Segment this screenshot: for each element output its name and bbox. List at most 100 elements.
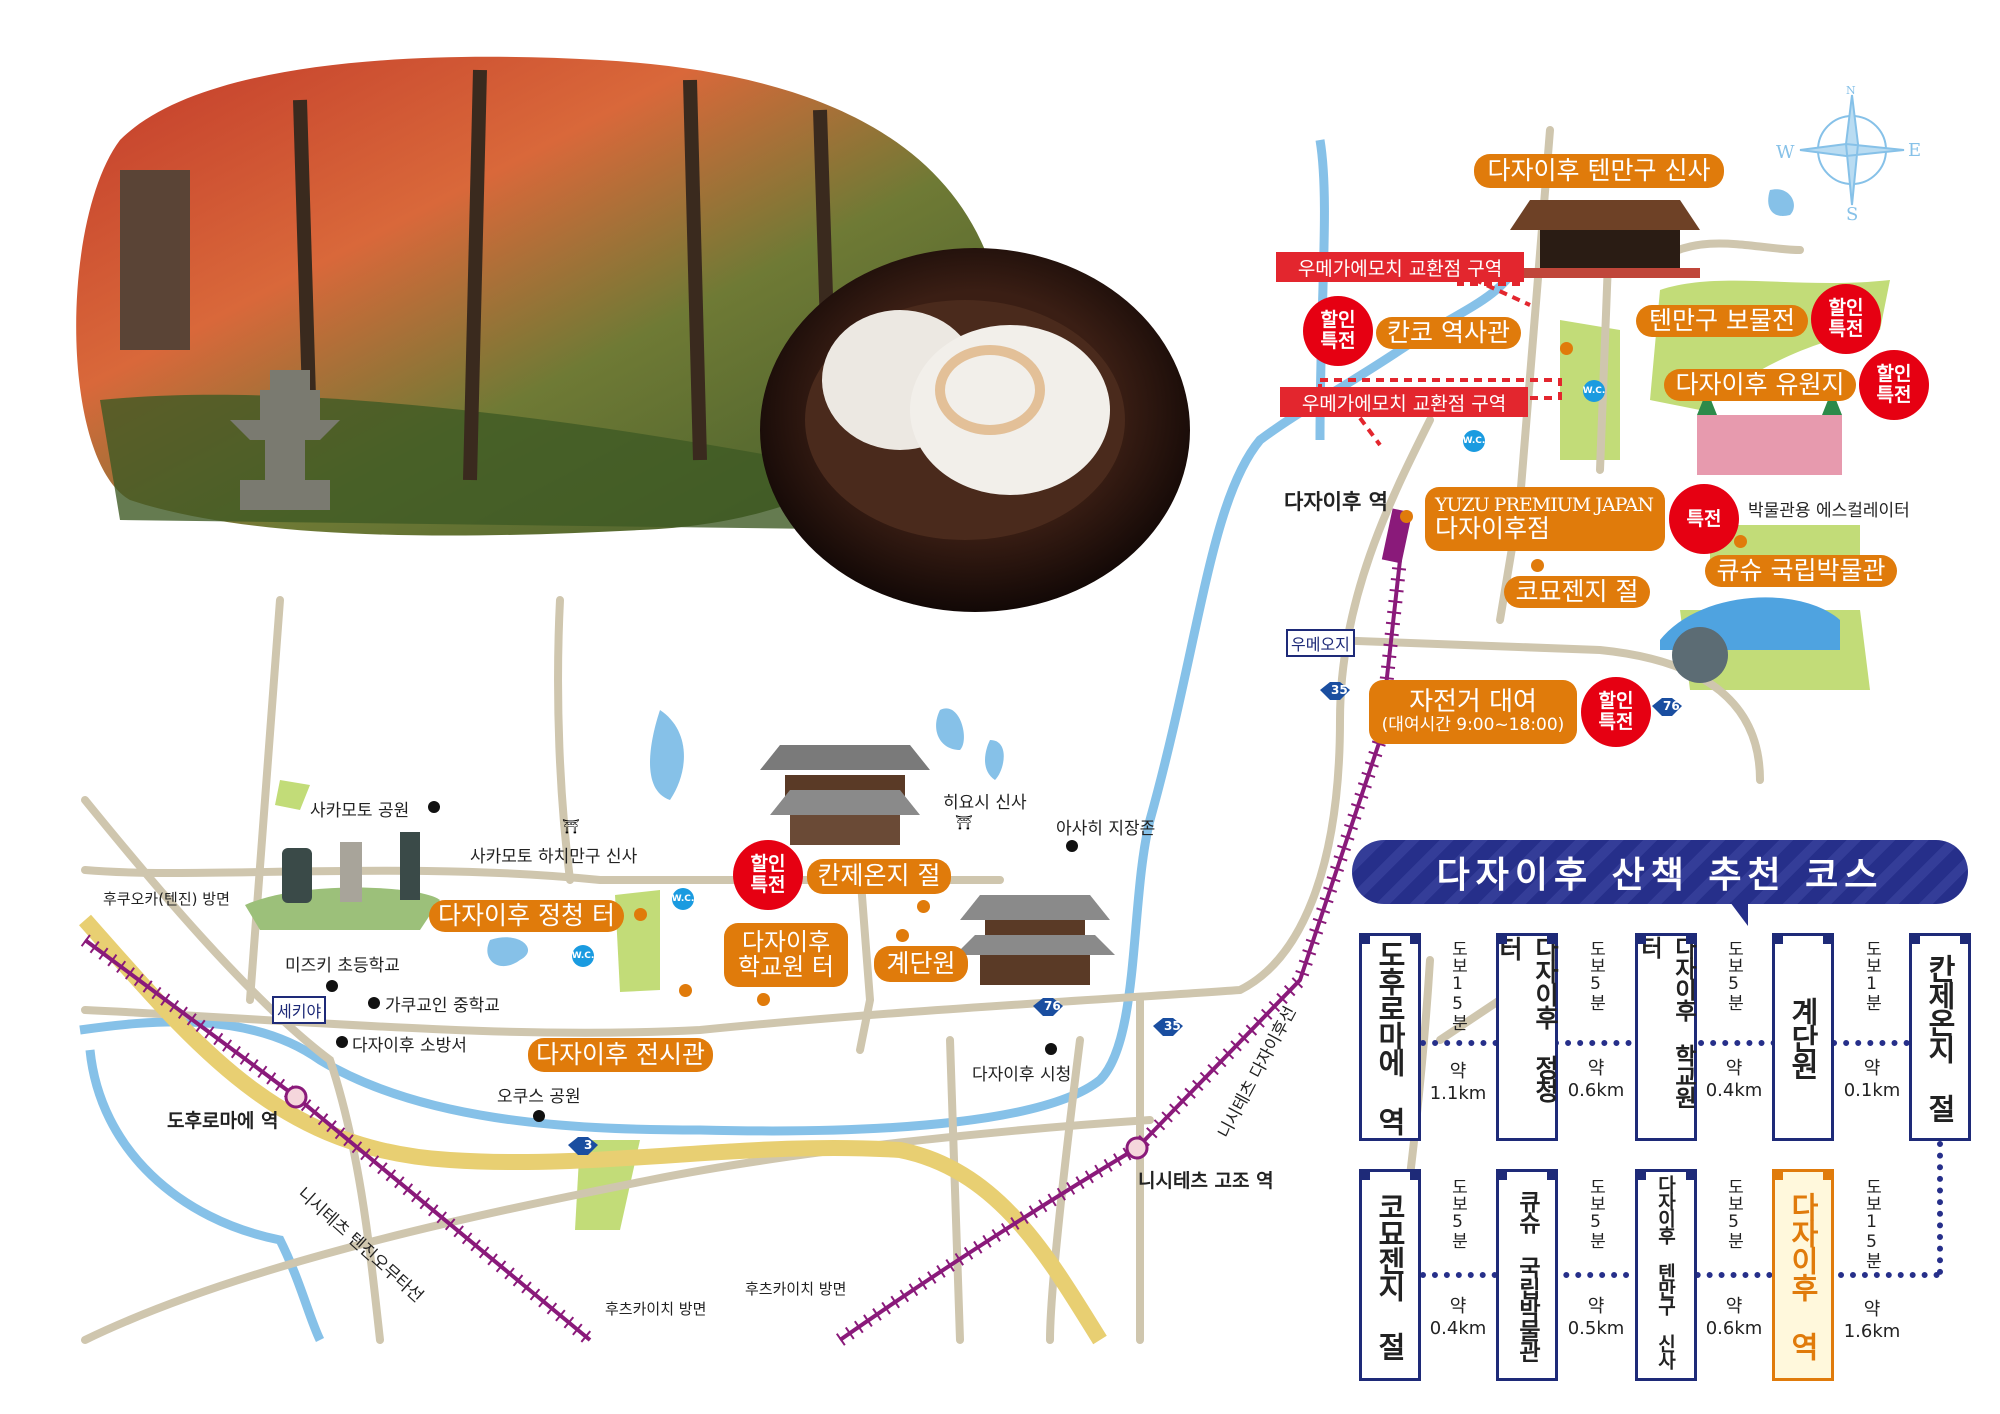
label-school-ruins[interactable]: 다자이후 학교원 터 [724,923,848,987]
walk-distance: 0.6km [1567,1080,1625,1101]
discount-badge-text: 할인 특전 [1828,297,1864,340]
kaidanin-temple-illustration [955,895,1115,985]
wc-icon: W.C. [1583,380,1605,402]
label-kaidanin[interactable]: 계단원 [874,946,968,982]
autumn-garden-photo [76,56,989,536]
stone-monuments-illustration [245,832,440,930]
walk-approx: 약 [1587,1058,1605,1079]
walk-time: 도보5분 [1723,940,1744,1011]
compass-rose-icon [1799,94,1905,206]
poi-dot [326,980,338,992]
label-fire-station: 다자이후 소방서 [352,1036,467,1056]
label-yuzu-premium-japan[interactable]: YUZU PREMIUM JAPAN 다자이후점 [1425,487,1665,551]
course-stop-seicho[interactable]: 다자이후 정청 터 [1495,933,1560,1141]
label-tenmangu-treasure-hall[interactable]: 텐만구 보물전 [1636,305,1808,337]
umegae-mochi-photo [760,248,1190,612]
stop-name: 코묘젠지 절 [1373,1191,1407,1359]
bike-hours: (대여시간 9:00~18:00) [1381,714,1565,735]
yuzu-line-1: YUZU PREMIUM JAPAN [1435,493,1654,516]
label-umegae-zone-1[interactable]: 우메가에모치 교환점 구역 [1276,252,1524,282]
label-kyushu-national-museum[interactable]: 큐슈 국립박물관 [1705,555,1897,587]
torii-icon: ⛩ [562,819,580,835]
marker-dot [896,929,909,942]
label-sakamoto-park: 사카모토 공원 [310,801,410,821]
label-dazaifu-amusement-park[interactable]: 다자이후 유원지 [1664,369,1856,401]
marker-dot [1560,342,1573,355]
walk-distance: 1.1km [1429,1083,1487,1104]
walk-distance: 0.4km [1705,1080,1763,1101]
label-bicycle-rental[interactable]: 자전거 대여 (대여시간 9:00~18:00) [1369,680,1577,744]
compass-w: W [1776,142,1795,163]
label-gojo-station[interactable]: 니시테츠 고조 역 [1138,1170,1274,1192]
label-futsukaichi-direction-2: 후츠카이치 방면 [745,1280,847,1298]
course-stop-dazaifu-station[interactable]: 다자이후 역 [1772,1169,1834,1381]
walk-approx: 약 [1587,1296,1605,1317]
route-76-shield: 76 [1663,699,1680,713]
label-umegae-zone-2[interactable]: 우메가에모치 교환점 구역 [1280,387,1528,417]
walk-approx: 약 [1449,1061,1467,1082]
discount-badge-text: 할인 특전 [1876,363,1912,406]
course-stop-tofuromae[interactable]: 도후로마에 역 [1359,933,1421,1141]
discount-badge-text: 할인 특전 [1320,309,1356,352]
walk-approx: 약 [1863,1058,1881,1079]
yuzu-line-2: 다자이후점 [1435,513,1551,543]
walk-distance: 0.1km [1843,1080,1901,1101]
course-stop-kaidanin[interactable]: 계단원 [1772,933,1834,1141]
label-dazaifu-station[interactable]: 다자이후 역 [1284,490,1388,514]
label-government-office-ruins[interactable]: 다자이후 정청 터 [429,900,624,932]
walk-distance: 1.6km [1843,1321,1901,1342]
walk-distance: 0.5km [1567,1318,1625,1339]
torii-icon: ⛩ [955,815,973,831]
compass-s: S [1846,204,1859,225]
course-stop-gakkoin[interactable]: 다자이후 학교원 터 [1635,933,1697,1141]
label-okusu-park: 오쿠스 공원 [497,1087,581,1107]
poi-dot [1066,840,1078,852]
discount-badge-treasure: 할인 특전 [1814,287,1878,351]
label-exhibition-hall[interactable]: 다자이후 전시관 [528,1038,713,1072]
course-stop-tenmangu[interactable]: 다자이후 텐만구 신사 [1635,1169,1697,1381]
walk-time: 도보1분 [1861,940,1882,1011]
label-kanzeonji-temple[interactable]: 칸제온지 절 [807,859,951,894]
discount-badge-kanko: 할인 특전 [1306,299,1370,363]
discount-badge-kanzeonji: 할인 특전 [736,843,800,907]
wc-icon: W.C. [1463,430,1485,452]
course-title-tail [1730,902,1748,926]
walk-time: 도보15분 [1447,940,1468,1031]
bike-title: 자전거 대여 [1409,687,1537,718]
label-tenmangu-shrine[interactable]: 다자이후 텐만구 신사 [1474,154,1724,188]
discount-badge-text: 할인 특전 [1598,690,1634,733]
tenmangu-shrine-illustration [1510,200,1700,278]
wc-icon: W.C. [572,945,594,967]
compass-e: E [1908,140,1922,161]
marker-dot [757,993,770,1006]
special-badge-text: 특전 [1686,507,1722,530]
walk-approx: 약 [1863,1299,1881,1320]
special-badge-yuzu: 특전 [1672,487,1736,551]
stop-name: 칸제온지 절 [1923,953,1957,1121]
course-stop-museum[interactable]: 큐슈 국립박물관 [1496,1169,1558,1381]
walk-distance: 0.6km [1705,1318,1763,1339]
route-76-shield-south: 76 [1044,999,1061,1013]
course-stop-kanzeonji[interactable]: 칸제온지 절 [1909,933,1971,1141]
compass-n: N [1846,84,1856,97]
label-sakamoto-hachimangu: 사카모토 하치만구 신사 [470,847,638,867]
label-kanko-history-museum[interactable]: 칸코 역사관 [1376,317,1521,349]
national-museum-illustration [1660,597,1840,683]
label-komyozenji-temple[interactable]: 코묘젠지 절 [1504,576,1650,608]
stop-name: 다자이후 텐만구 신사 [1654,1175,1677,1368]
course-stop-komyozenji[interactable]: 코묘젠지 절 [1359,1169,1421,1381]
walk-time: 도보5분 [1723,1178,1744,1249]
label-tofuromae-station[interactable]: 도후로마에 역 [167,1110,279,1132]
amusement-park-illustration [1697,390,1842,475]
route-35-shield-south: 35 [1164,1019,1181,1033]
wc-icon: W.C. [672,888,694,910]
stop-name: 다자이후 정청 터 [1495,936,1560,1101]
walk-approx: 약 [1725,1296,1743,1317]
walk-time: 도보5분 [1447,1178,1468,1249]
label-fukuoka-direction: 후쿠오카(텐진) 방면 [103,890,230,908]
stop-name: 다자이후 학교원 터 [1636,936,1696,1107]
tofuromae-station-mark [284,1085,308,1109]
gojo-station-mark [1125,1136,1149,1160]
